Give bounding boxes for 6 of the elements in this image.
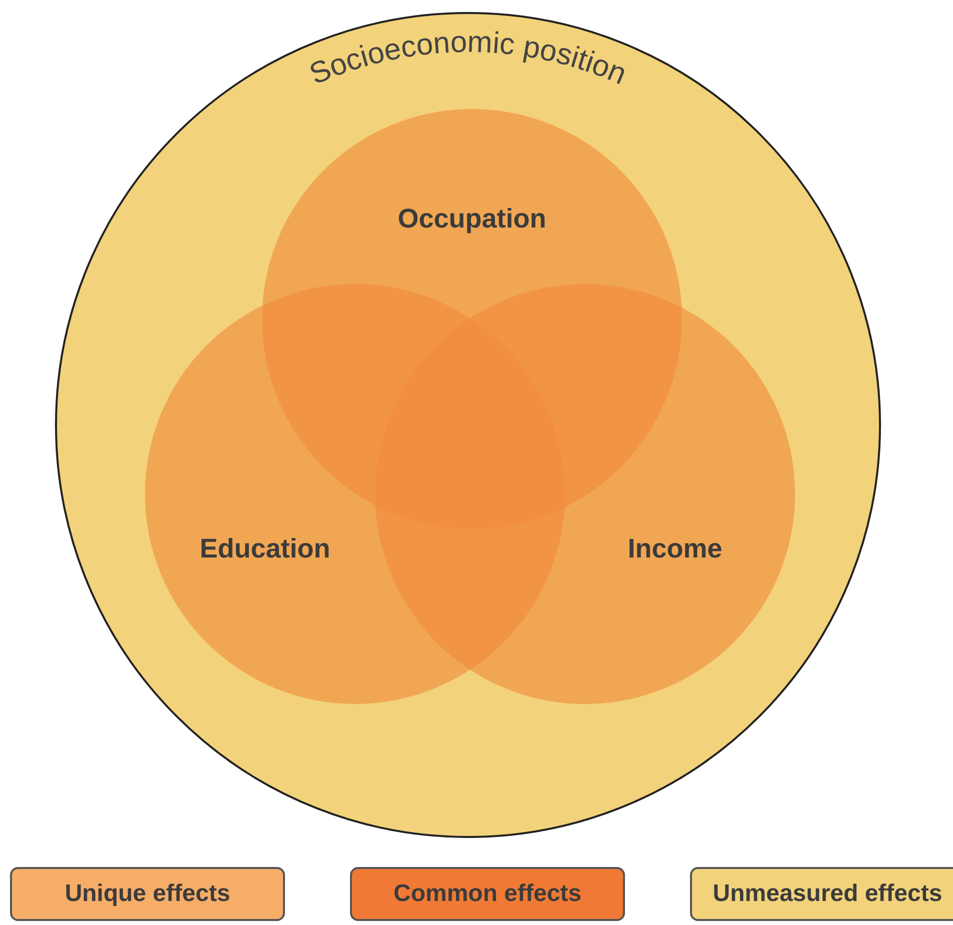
- legend-label: Unique effects: [64, 880, 230, 908]
- set-label: Occupation: [398, 204, 546, 234]
- set-label: Income: [628, 534, 722, 564]
- set-label: Education: [200, 534, 330, 564]
- legend-label: Common effects: [393, 880, 582, 908]
- legend-label: Unmeasured effects: [712, 880, 942, 908]
